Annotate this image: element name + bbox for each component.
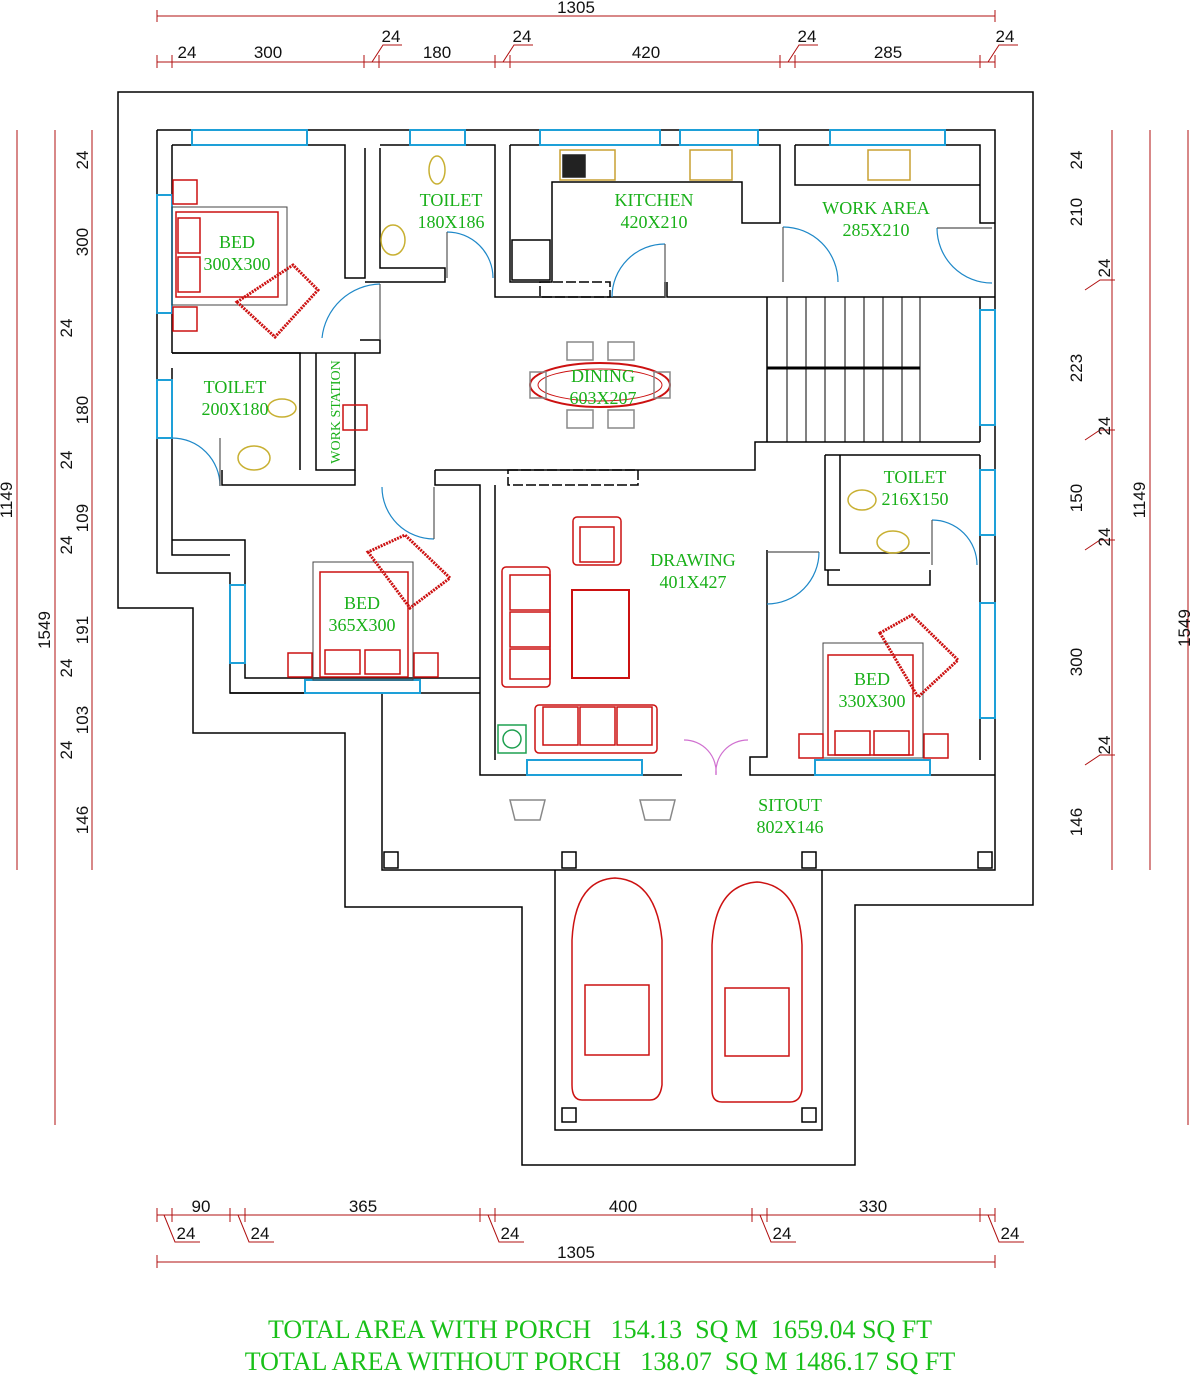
svg-text:24: 24 [773,1224,792,1243]
room-dining-size: 603X207 [570,388,637,408]
kitchen-fixtures [511,149,911,281]
svg-text:24: 24 [513,27,532,46]
svg-text:24: 24 [1095,259,1114,278]
svg-text:24: 24 [1095,417,1114,436]
chair-workstation [342,404,368,431]
room-toilet-1-size: 180X186 [418,212,485,232]
bottom-total: 1305 [557,1243,595,1262]
svg-text:300: 300 [1067,648,1086,676]
car-2 [711,881,803,1103]
bed-1 [171,179,321,340]
svg-text:285: 285 [874,43,902,62]
bed-3 [798,613,961,759]
top-dimensions: 1305 24 300 24 180 24 420 24 285 24 [178,0,1015,62]
counter-dashes [507,281,639,486]
room-toilet-2-name: TOILET [204,377,267,397]
svg-text:24: 24 [177,1224,196,1243]
room-drawing-name: DRAWING [650,550,736,570]
svg-text:180: 180 [73,396,92,424]
room-dining-name: DINING [571,366,635,386]
svg-text:223: 223 [1067,354,1086,382]
svg-text:150: 150 [1067,484,1086,512]
room-sitout-size: 802X146 [757,817,824,837]
sofa-set [501,516,658,754]
car-1 [571,877,663,1101]
sitout-chairs [509,799,676,821]
svg-text:24: 24 [73,151,92,170]
svg-text:400: 400 [609,1197,637,1216]
room-drawing-size: 401X427 [660,572,727,592]
svg-text:420: 420 [632,43,660,62]
columns [383,851,993,1123]
room-bed-1-name: BED [219,232,255,252]
svg-text:109: 109 [73,504,92,532]
area-with-porch: TOTAL AREA WITH PORCH 154.13 SQ M 1659.0… [267,1315,933,1344]
room-work-station-name: WORK STATION [329,360,344,463]
room-toilet-3-name: TOILET [884,467,947,487]
bed-2 [287,533,453,681]
room-toilet-1-name: TOILET [420,190,483,210]
svg-text:146: 146 [1067,808,1086,836]
right-dimensions: 24 210 24 223 24 150 24 300 24 146 1149 … [1067,151,1194,837]
toilet-fixtures [237,155,910,554]
room-sitout-name: SITOUT [758,795,822,815]
plinth-outline [117,91,1034,1166]
svg-text:1149: 1149 [1130,482,1149,519]
svg-text:24: 24 [501,1224,520,1243]
svg-text:24: 24 [1001,1224,1020,1243]
svg-text:365: 365 [349,1197,377,1216]
svg-text:191: 191 [73,616,92,644]
top-total: 1305 [557,0,595,17]
svg-text:180: 180 [423,43,451,62]
svg-text:24: 24 [57,536,76,555]
svg-text:24: 24 [57,319,76,338]
windows [156,129,996,776]
dining-set [529,341,671,429]
room-work-area-size: 285X210 [843,220,910,240]
svg-text:210: 210 [1067,198,1086,226]
doors [171,226,993,776]
svg-text:90: 90 [192,1197,211,1216]
plant-icon [497,724,527,754]
room-toilet-2-size: 200X180 [202,399,269,419]
bottom-dimensions: 90 365 400 330 24 24 24 24 24 1305 [177,1197,1020,1262]
svg-text:103: 103 [73,706,92,734]
svg-text:330: 330 [859,1197,887,1216]
svg-text:1149: 1149 [0,482,16,519]
room-bed-2-size: 365X300 [329,615,396,635]
svg-text:24: 24 [57,741,76,760]
porch-wall [554,870,823,1131]
svg-text:300: 300 [73,228,92,256]
svg-text:24: 24 [57,451,76,470]
svg-text:24: 24 [1095,736,1114,755]
svg-text:1549: 1549 [1175,609,1194,647]
svg-text:24: 24 [798,27,817,46]
left-dimensions: 1149 1549 24 300 24 180 24 109 24 191 24… [0,151,92,835]
room-kitchen-name: KITCHEN [615,190,694,210]
room-bed-1-size: 300X300 [204,254,271,274]
room-work-area-name: WORK AREA [822,198,930,218]
room-bed-3-size: 330X300 [839,691,906,711]
staircase [766,296,921,443]
svg-text:24: 24 [382,27,401,46]
area-without-porch: TOTAL AREA WITHOUT PORCH 138.07 SQ M 148… [244,1347,956,1376]
svg-text:300: 300 [254,43,282,62]
svg-text:24: 24 [178,43,197,62]
svg-text:24: 24 [251,1224,270,1243]
svg-text:24: 24 [1067,151,1086,170]
room-labels: BED 300X300 TOILET 180X186 KITCHEN 420X2… [202,190,949,837]
room-kitchen-size: 420X210 [621,212,688,232]
svg-text:1549: 1549 [35,611,54,649]
room-toilet-3-size: 216X150 [882,489,949,509]
svg-text:24: 24 [57,659,76,678]
svg-text:24: 24 [1095,528,1114,547]
dimension-lines [16,10,1189,1268]
room-bed-3-name: BED [854,669,890,689]
room-bed-2-name: BED [344,593,380,613]
svg-text:24: 24 [996,27,1015,46]
svg-text:146: 146 [73,806,92,834]
